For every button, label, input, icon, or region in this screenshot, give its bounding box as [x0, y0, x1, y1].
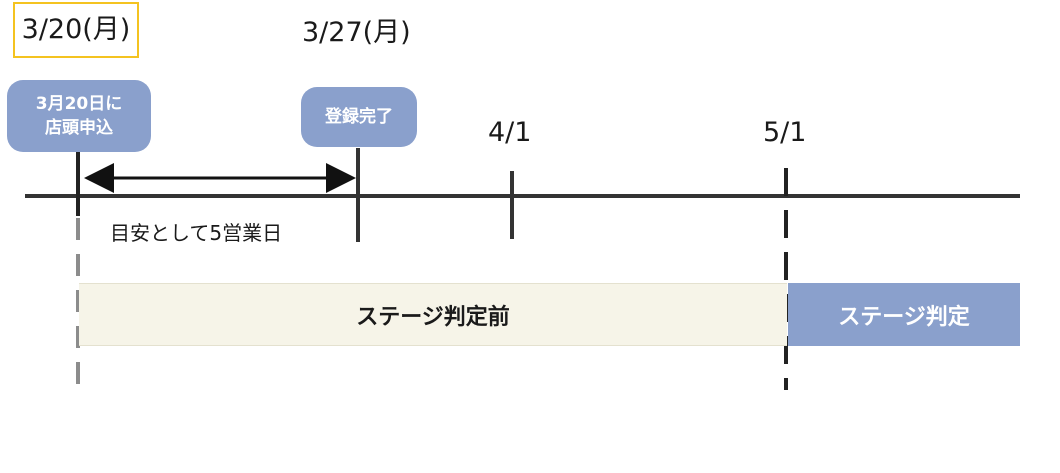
- apply-bubble-text: 3月20日に 店頭申込: [35, 94, 123, 138]
- registration-complete-text: 登録完了: [325, 107, 393, 127]
- registration-complete-bubble: 登録完了: [301, 87, 417, 147]
- interval-caption: 目安として5営業日: [110, 221, 283, 245]
- date-start: 3/20(月): [21, 14, 131, 45]
- date-may: 5/1: [763, 117, 807, 148]
- date-registration: 3/27(月): [302, 17, 411, 48]
- phase-before-bar: ステージ判定前: [79, 283, 787, 346]
- phase-judgement-label: ステージ判定: [838, 304, 970, 330]
- apply-bubble: 3月20日に 店頭申込: [7, 80, 151, 152]
- start-date-highlight: 3/20(月): [13, 2, 139, 58]
- date-april: 4/1: [488, 117, 532, 148]
- phase-before-label: ステージ判定前: [356, 304, 510, 330]
- phase-judgement-bar: ステージ判定: [788, 283, 1020, 346]
